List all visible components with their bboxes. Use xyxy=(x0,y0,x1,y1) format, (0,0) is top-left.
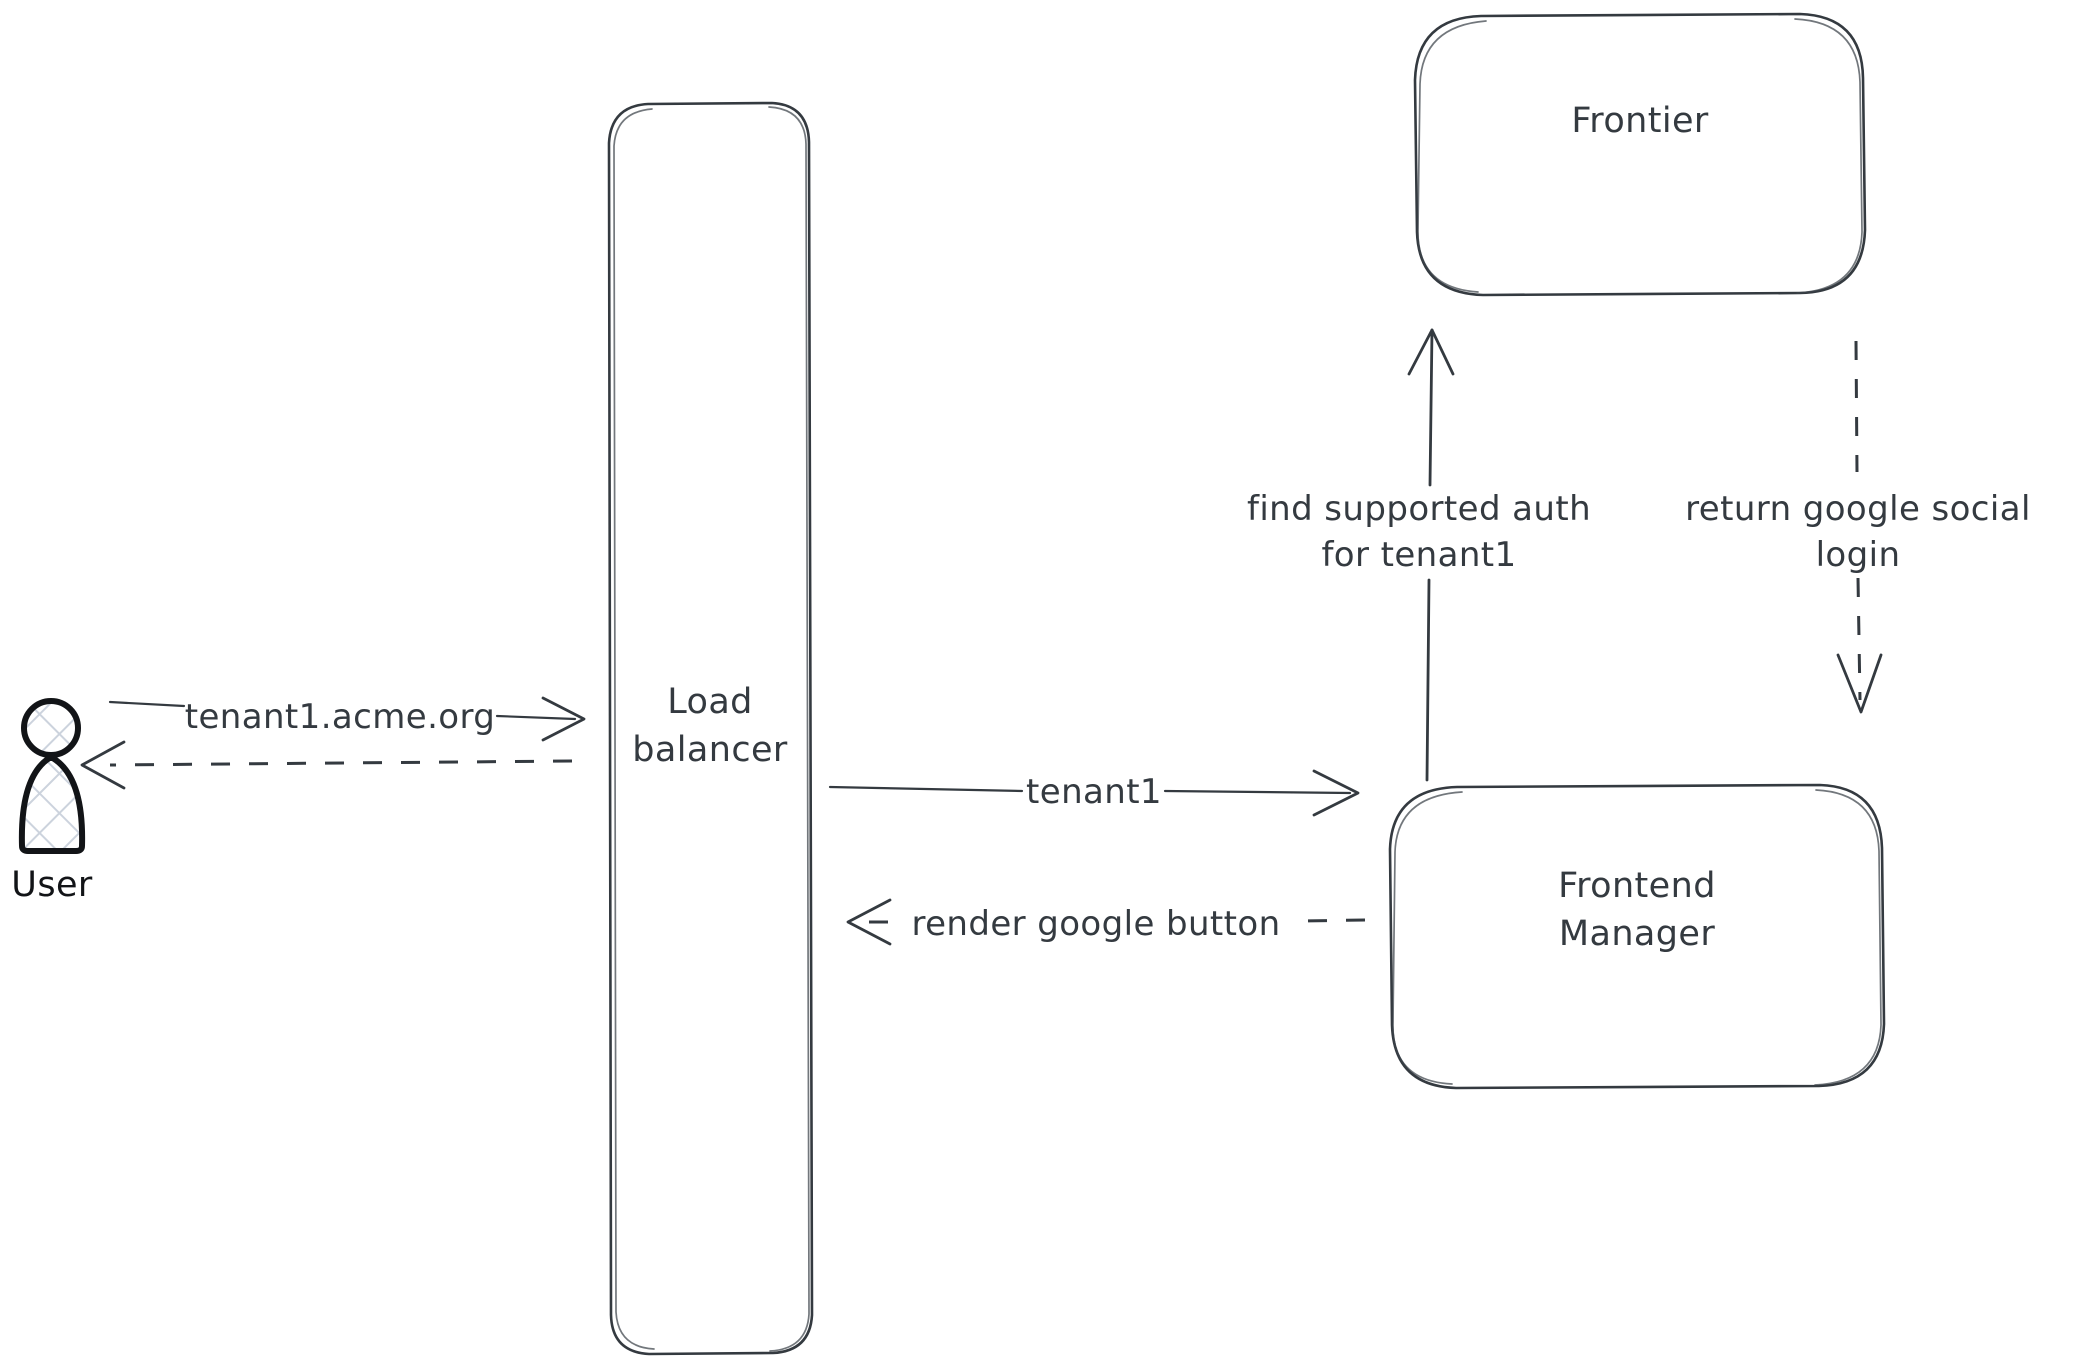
edge-frontier-to-frontend-manager-label-line1: return google social xyxy=(1685,489,2031,529)
edge-load-balancer-to-user[interactable] xyxy=(80,740,573,790)
node-frontend-manager-label-line2: Manager xyxy=(1559,914,1715,954)
edge-frontier-to-frontend-manager-label-line2: login xyxy=(1816,535,1901,575)
node-load-balancer-label-line2: balancer xyxy=(632,730,788,770)
actor-user[interactable]: User xyxy=(11,698,93,905)
node-frontend-manager-label-line1: Frontend xyxy=(1558,866,1716,906)
edge-frontend-manager-to-load-balancer[interactable]: render google button xyxy=(846,898,1366,946)
edge-frontend-manager-to-frontier-label-line1: find supported auth xyxy=(1247,489,1591,529)
edge-load-balancer-to-frontend-manager[interactable]: tenant1 xyxy=(828,769,1360,817)
edge-user-to-load-balancer-label: tenant1.acme.org xyxy=(185,697,496,737)
node-frontier-label: Frontier xyxy=(1571,101,1709,141)
node-frontier[interactable]: Frontier xyxy=(1413,12,1867,297)
edge-user-to-load-balancer[interactable]: tenant1.acme.org xyxy=(108,696,586,742)
edge-frontier-to-frontend-manager[interactable]: return google social login xyxy=(1685,340,2031,714)
node-load-balancer[interactable]: Load balancer xyxy=(607,101,814,1356)
actor-user-label: User xyxy=(11,865,93,905)
edge-frontend-manager-to-load-balancer-label: render google button xyxy=(911,904,1280,944)
edge-load-balancer-to-frontend-manager-label: tenant1 xyxy=(1026,772,1162,812)
edge-frontend-manager-to-frontier[interactable]: find supported auth for tenant1 xyxy=(1247,328,1591,782)
edge-frontend-manager-to-frontier-label-line2: for tenant1 xyxy=(1321,535,1516,575)
person-icon xyxy=(18,698,86,854)
node-load-balancer-label-line1: Load xyxy=(667,682,753,722)
node-frontend-manager[interactable]: Frontend Manager xyxy=(1388,783,1886,1090)
